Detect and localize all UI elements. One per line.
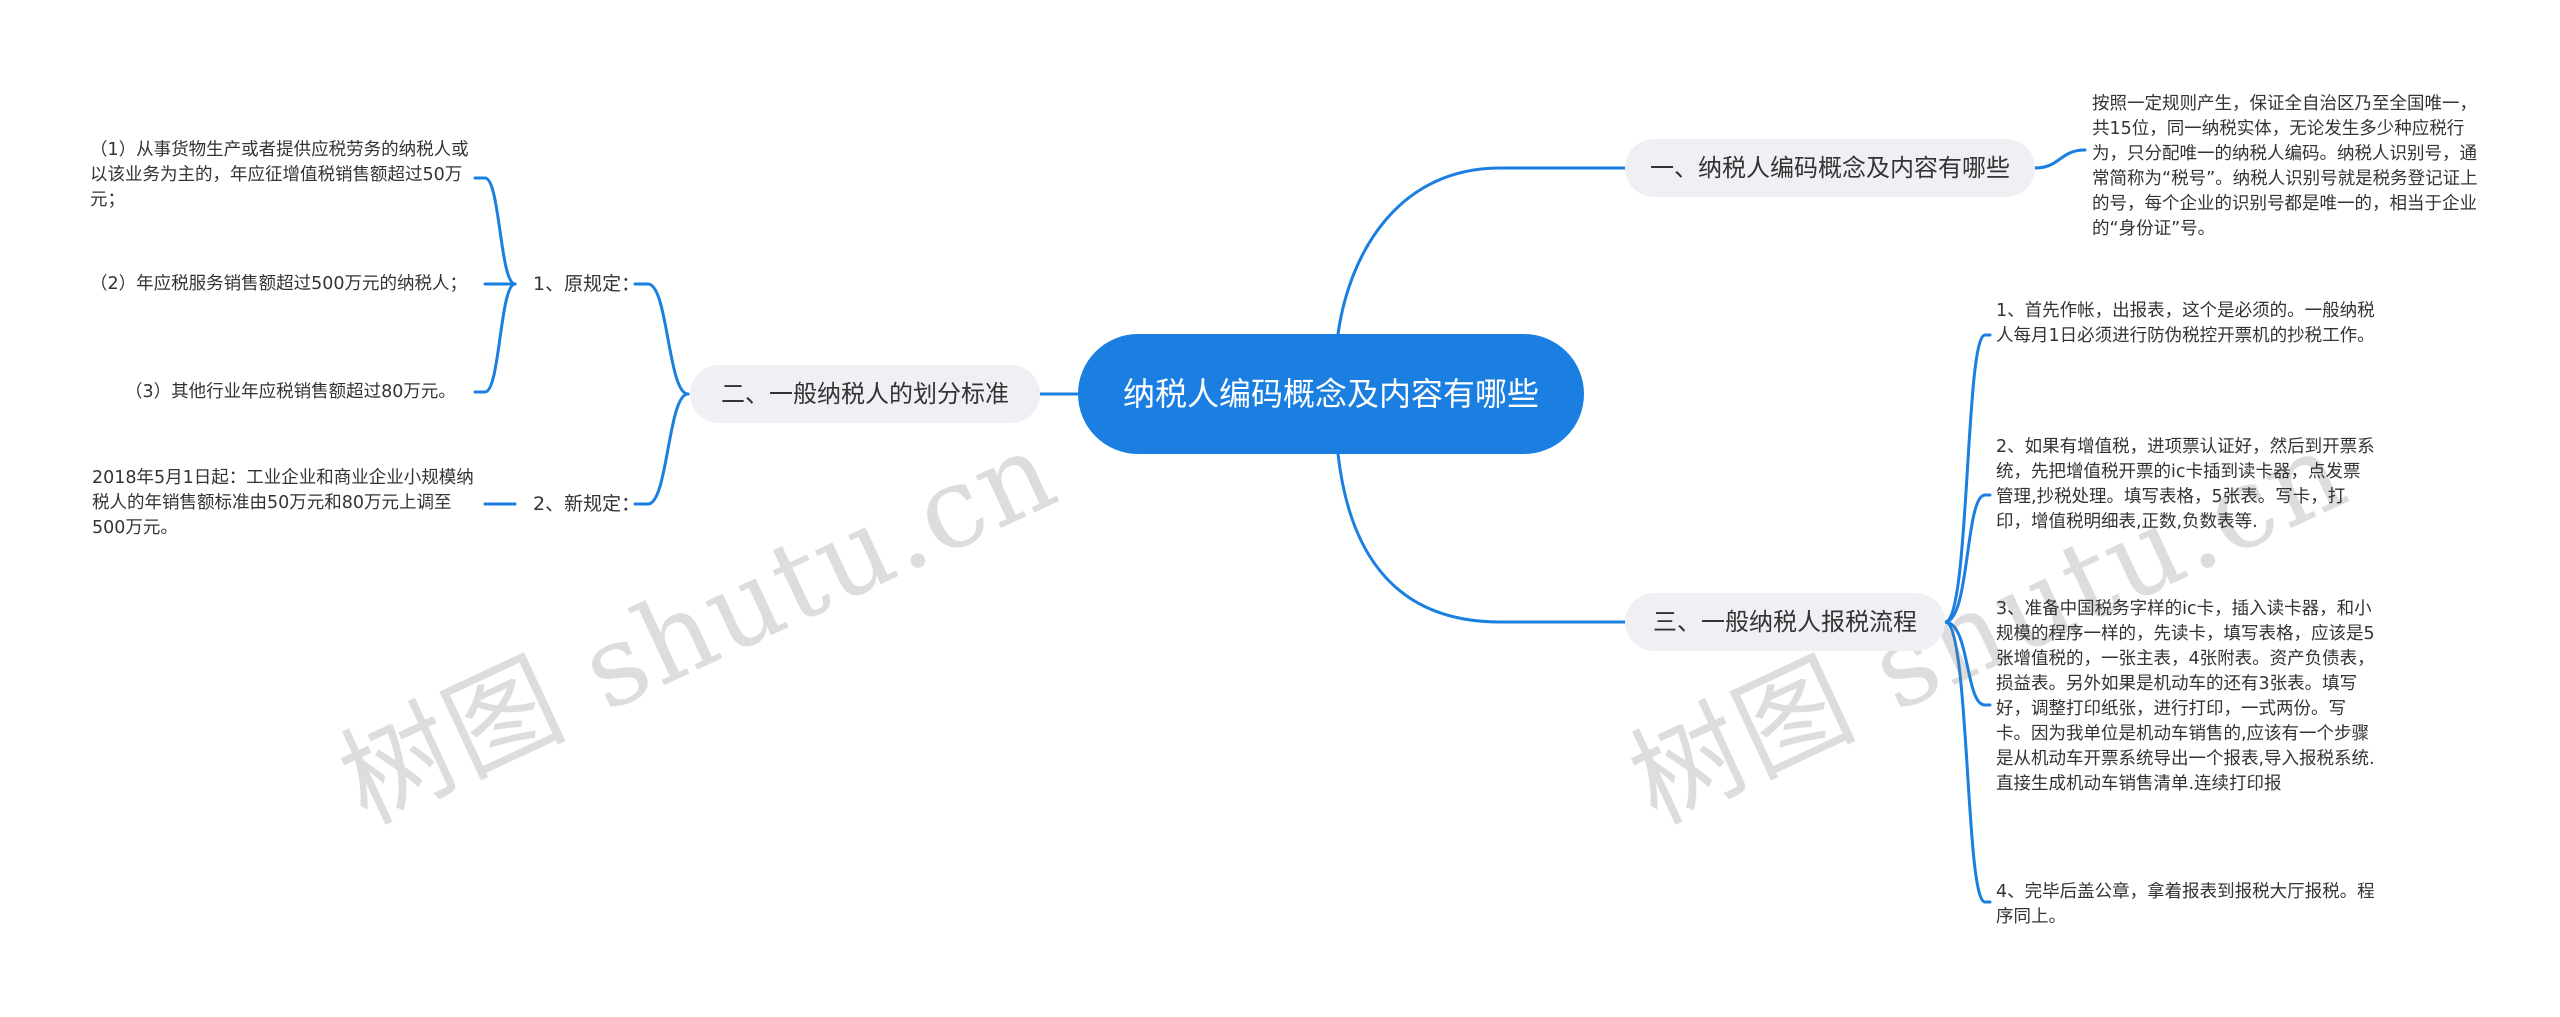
sub-original-rule[interactable]: 1、原规定： [533,273,641,295]
link-orig-i1 [473,176,517,286]
link-root-b3 [1336,452,1627,624]
link-root-b1 [1336,166,1627,336]
link-b3-i4 [1943,620,1992,904]
leaf-step-1: 1、首先作帐，出报表，这个是必须的。一般纳税人每月1日必须进行防伪税控开票机的抄… [1996,301,2375,346]
root-title: 纳税人编码概念及内容有哪些 [1122,375,1539,413]
branch-filing-process[interactable]: 三、一般纳税人报税流程 [1625,593,1945,651]
leaf-code-definition: 按照一定规则产生，保证全自治区乃至全国唯一，共15位，同一纳税实体，无论发生多少… [2092,94,2478,239]
leaf-orig-item-1: （1）从事货物生产或者提供应税劳务的纳税人或以该业务为主的，年应征增值税销售额超… [90,140,469,210]
link-b3-i3 [1943,620,1992,707]
link-b3-i2 [1943,493,1992,624]
link-b2-new [633,392,690,506]
branch-taxpayer-code-concept[interactable]: 一、纳税人编码概念及内容有哪些 [1625,139,2035,197]
leaf-step-3: 3、准备中国税务字样的ic卡，插入读卡器，和小规模的程序一样的，先读卡，填写表格… [1996,599,2375,794]
leaf-step-2: 2、如果有增值税，进项票认证好，然后到开票系统，先把增值税开票的ic卡插到读卡器… [1996,437,2375,532]
leaf-orig-item-2: （2）年应税服务销售额超过500万元的纳税人； [90,274,468,294]
link-orig-i3 [473,282,517,394]
sub-new-rule[interactable]: 2、新规定： [533,493,641,515]
link-b1-leaf [2033,148,2087,170]
leaf-new-rule-text: 2018年5月1日起：工业企业和商业企业小规模纳税人的年销售额标准由50万元和8… [92,468,474,538]
link-b2-orig [633,282,690,396]
root-topic[interactable]: 纳税人编码概念及内容有哪些 [1078,334,1584,454]
branch-general-taxpayer-criteria[interactable]: 二、一般纳税人的划分标准 [690,365,1040,423]
leaf-step-4: 4、完毕后盖公章，拿着报表到报税大厅报税。程序同上。 [1996,882,2375,927]
leaf-orig-item-3: （3）其他行业年应税销售额超过80万元。 [125,382,456,402]
link-b3-i1 [1943,333,1992,624]
